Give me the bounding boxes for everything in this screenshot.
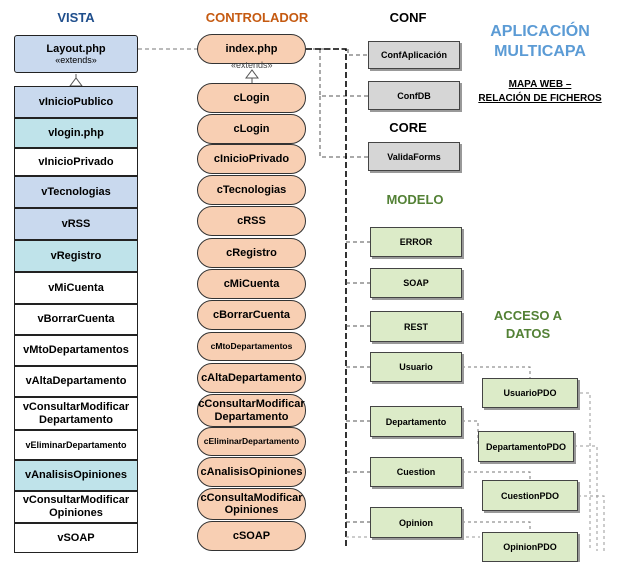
vista-item: vTecnologias — [14, 176, 138, 208]
index-confdb-link — [319, 49, 368, 97]
app-subtitle: MAPA WEB – RELACIÓN DE FICHEROS — [465, 78, 615, 105]
vista-item: vAltaDepartamento — [14, 366, 138, 397]
controller-item: cTecnologias — [197, 175, 306, 205]
ctrl-extends-label: «extends» — [231, 60, 273, 70]
vista-extends-label: «extends» — [55, 55, 97, 66]
model-error-box: ERROR — [370, 227, 462, 257]
validaforms-box: ValidaForms — [368, 142, 460, 171]
vista-item: vRSS — [14, 208, 138, 240]
controller-item: cAltaDepartamento — [197, 363, 306, 393]
controller-item: cSOAP — [197, 521, 306, 551]
model-soap-box: SOAP — [370, 268, 462, 298]
index-php-box: index.php — [197, 34, 306, 64]
conf-aplicacion-box: ConfAplicación — [368, 41, 460, 69]
subtitle-line1: MAPA WEB – — [508, 79, 572, 90]
controller-item: cRegistro — [197, 238, 306, 268]
vista-item: vConsultarModificar Departamento — [14, 397, 138, 430]
controller-item: cConsultaModificar Opiniones — [197, 488, 306, 520]
layout-label: Layout.php — [46, 42, 106, 55]
opinion-pdo-link — [462, 521, 531, 532]
vista-item: vMiCuenta — [14, 272, 138, 304]
departamento-pdo-link — [462, 420, 479, 444]
index-core-link — [319, 96, 368, 158]
pdo-return-2 — [574, 445, 598, 551]
pdo-departamento-box: DepartamentoPDO — [478, 431, 574, 462]
conf-header: CONF — [389, 10, 427, 25]
controlador-header: CONTROLADOR — [205, 10, 309, 25]
cuestion-pdo-link — [462, 471, 531, 480]
app-title: APLICACIÓN MULTICAPA — [470, 22, 610, 62]
usuario-pdo-link — [462, 366, 531, 378]
vista-item: vRegistro — [14, 240, 138, 272]
controller-item: cRSS — [197, 206, 306, 236]
model-cuestion-box: Cuestion — [370, 457, 462, 487]
model-trunk — [306, 48, 347, 546]
vista-item: vMtoDepartamentos — [14, 335, 138, 366]
vista-item: vInicioPublico — [14, 86, 138, 118]
controller-item: cAnalisisOpiniones — [197, 457, 306, 487]
pdo-return-1 — [580, 392, 591, 551]
title-line2: MULTICAPA — [494, 43, 586, 60]
controller-item: cEliminarDepartamento — [197, 427, 306, 456]
core-header: CORE — [389, 120, 427, 135]
vista-item: vEliminarDepartamento — [14, 430, 138, 460]
vista-item: vAnalisisOpiniones — [14, 460, 138, 491]
acceso-header: ACCESO A DATOS — [493, 308, 563, 341]
vista-item: vInicioPrivado — [14, 148, 138, 176]
controller-item: cBorrarCuenta — [197, 300, 306, 330]
index-conf-link — [306, 48, 368, 56]
model-usuario-box: Usuario — [370, 352, 462, 382]
pdo-usuario-box: UsuarioPDO — [482, 378, 578, 408]
controller-item: cLogin — [197, 83, 306, 113]
vista-item: vSOAP — [14, 523, 138, 553]
model-departamento-box: Departamento — [370, 406, 462, 437]
ctrl-extends-arrow — [245, 69, 259, 79]
vista-item: vlogin.php — [14, 118, 138, 148]
title-line1: APLICACIÓN — [490, 23, 590, 40]
model-rest-box: REST — [370, 311, 462, 342]
pdo-return-3 — [578, 495, 605, 551]
layout-box: Layout.php «extends» — [14, 35, 138, 73]
modelo-header: MODELO — [386, 192, 444, 207]
vista-extends-arrow — [69, 77, 83, 87]
controller-item: cConsultarModificar Departamento — [197, 394, 306, 427]
vista-item: vBorrarCuenta — [14, 304, 138, 335]
confdb-box: ConfDB — [368, 81, 460, 110]
controller-item: cInicioPrivado — [197, 144, 306, 174]
subtitle-line2: RELACIÓN DE FICHEROS — [478, 92, 602, 104]
pdo-opinion-box: OpinionPDO — [482, 532, 578, 562]
controller-item: cMtoDepartamentos — [197, 332, 306, 361]
vista-item: vConsultarModificar Opiniones — [14, 491, 138, 523]
controller-item: cLogin — [197, 114, 306, 144]
controller-item: cMiCuenta — [197, 269, 306, 299]
vista-header: VISTA — [57, 10, 95, 25]
pdo-cuestion-box: CuestionPDO — [482, 480, 578, 511]
model-opinion-box: Opinion — [370, 507, 462, 538]
